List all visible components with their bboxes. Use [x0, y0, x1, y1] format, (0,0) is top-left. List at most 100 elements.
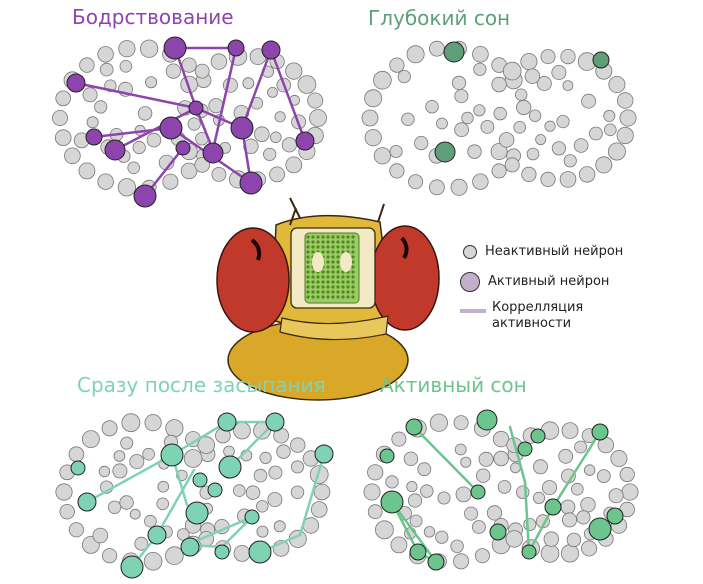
inactive-neuron — [242, 77, 255, 90]
active-neuron — [217, 412, 237, 432]
inactive-neuron — [364, 129, 382, 147]
inactive-neuron — [619, 466, 635, 483]
inactive-neuron — [428, 179, 445, 196]
inactive-neuron — [516, 99, 532, 116]
inactive-neuron — [460, 456, 472, 468]
brain-cell — [346, 290, 350, 294]
brain-cell — [346, 245, 350, 249]
brain-cell — [346, 285, 350, 289]
active-neuron — [517, 441, 533, 457]
active-neuron — [227, 39, 245, 57]
brain-cell — [326, 235, 330, 239]
inactive-neuron — [428, 40, 445, 57]
inactive-neuron — [367, 464, 384, 481]
brain-cell — [331, 280, 335, 284]
inactive-neuron — [436, 117, 448, 130]
inactive-neuron — [502, 61, 522, 81]
active-neuron — [248, 540, 272, 564]
inactive-neuron — [180, 75, 198, 94]
brain-cell — [336, 245, 340, 249]
inactive-neuron — [560, 48, 576, 65]
brain-cell — [331, 245, 335, 249]
active-neuron — [207, 482, 223, 498]
inactive-neuron — [619, 109, 637, 127]
correlation-line — [551, 430, 602, 509]
active-neuron — [66, 73, 86, 93]
title-active-sleep: Активный сон — [380, 373, 527, 397]
inactive-neuron — [528, 109, 542, 122]
inactive-neuron — [119, 60, 133, 73]
brain-cell — [326, 295, 330, 299]
active-neuron — [379, 448, 395, 464]
brain-cell — [351, 290, 355, 294]
inactive-neuron — [584, 464, 596, 476]
inactive-neuron — [102, 548, 118, 564]
brain-cell — [306, 275, 310, 279]
inactive-neuron — [97, 46, 114, 63]
correlation-line — [240, 48, 273, 130]
inactive-neuron — [476, 468, 491, 483]
inactive-neuron — [574, 440, 587, 454]
inactive-neuron — [233, 484, 246, 497]
panel-deep-sleep — [361, 40, 637, 196]
active-neuron — [239, 171, 263, 195]
inactive-neuron — [610, 449, 628, 467]
inactive-neuron — [82, 430, 100, 449]
brain-cell — [341, 240, 345, 244]
brain-cell — [336, 290, 340, 294]
brain-cell — [311, 240, 315, 244]
brain-cell — [336, 260, 340, 264]
inactive-neuron — [121, 413, 141, 433]
brain-cell — [336, 255, 340, 259]
brain-cell — [331, 240, 335, 244]
inactive-neuron — [578, 166, 596, 183]
inactive-neuron — [607, 142, 626, 161]
inactive-neuron — [504, 157, 520, 173]
inactive-neuron — [497, 480, 512, 494]
brain-cell — [341, 280, 345, 284]
brain-cell — [336, 270, 340, 274]
brain-cell — [351, 265, 355, 269]
inactive-neuron — [450, 178, 468, 196]
inactive-neuron — [603, 109, 616, 122]
inactive-neuron — [98, 465, 111, 478]
inactive-neuron — [524, 68, 541, 84]
correlation-line — [185, 515, 254, 547]
correlation-line — [298, 452, 326, 537]
inactive-neuron — [403, 451, 419, 467]
inactive-neuron — [285, 156, 303, 174]
inactive-neuron — [86, 116, 99, 129]
inactive-neuron — [521, 166, 537, 182]
inactive-neuron — [450, 539, 464, 554]
inactive-neuron — [453, 553, 470, 570]
brain-cell — [351, 240, 355, 244]
brain-cell — [311, 275, 315, 279]
active-neuron — [544, 498, 562, 516]
inactive-neuron — [551, 141, 567, 156]
active-neuron — [230, 116, 254, 140]
inactive-neuron — [473, 62, 487, 76]
inactive-neuron — [274, 111, 286, 123]
inactive-neuron — [513, 121, 526, 134]
brain-cell — [341, 295, 345, 299]
inactive-neuron — [54, 129, 72, 147]
brain-cell — [351, 295, 355, 299]
active-neuron — [85, 128, 103, 146]
correlation-line — [269, 48, 307, 143]
legend-active-label: Активный нейрон — [488, 273, 610, 289]
legend-inactive-label: Неактивный нейрон — [485, 244, 624, 259]
brain-cell — [336, 235, 340, 239]
inactive-neuron — [595, 156, 613, 174]
brain-cell — [321, 275, 325, 279]
inactive-neuron — [273, 520, 286, 533]
inactive-neuron — [290, 460, 304, 474]
brain-cell — [331, 250, 335, 254]
fly-eye-highlight-right — [400, 236, 409, 260]
brain-cell — [311, 245, 315, 249]
inactive-neuron — [490, 142, 508, 160]
inactive-neuron — [581, 540, 598, 557]
inactive-neuron — [608, 76, 626, 94]
inactive-neuron — [389, 57, 405, 73]
inactive-neuron — [268, 465, 283, 480]
inactive-neuron — [454, 443, 467, 456]
